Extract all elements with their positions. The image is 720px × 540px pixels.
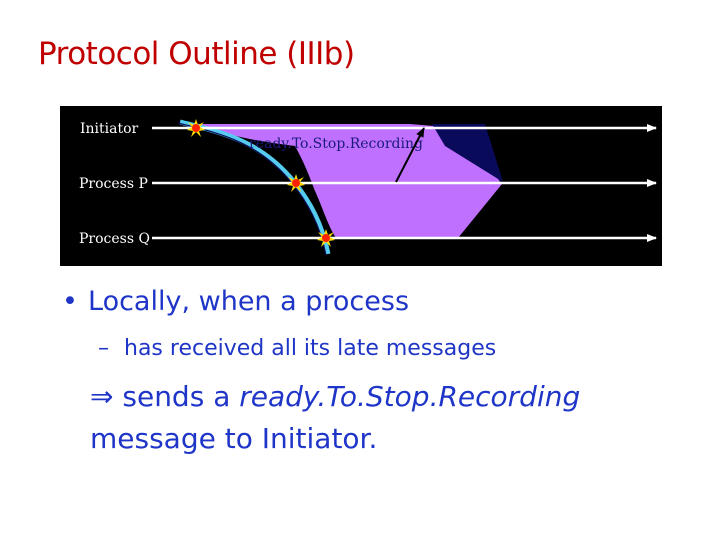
marker-initiator: [187, 119, 205, 137]
label-process-q: Process Q: [79, 231, 150, 247]
sub-bullet-symbol: –: [98, 336, 109, 361]
bullet-symbol: •: [62, 286, 78, 317]
recording-region: [196, 124, 502, 238]
implies-symbol: ⇒: [90, 380, 114, 413]
bullet-sub: –has received all its late messages: [98, 336, 496, 361]
message-arrow: [395, 127, 425, 183]
label-initiator: Initiator: [80, 121, 139, 137]
implication-prefix: sends a: [122, 380, 231, 413]
bullet-sub-text: has received all its late messages: [124, 336, 497, 361]
protocol-diagram: Initiator Process P Process Q ready.To.S…: [60, 106, 662, 266]
marker-process-p: [287, 174, 305, 192]
message-label: ready.To.Stop.Recording: [249, 136, 423, 152]
slide-title: Protocol Outline (IIIb): [38, 36, 355, 72]
implication-suffix: message to Initiator.: [90, 422, 378, 455]
implication-emphasis: ready.To.Stop.Recording: [239, 380, 581, 413]
label-process-p: Process P: [79, 176, 148, 192]
implication-text: ⇒ sends a ready.To.Stop.Recording messag…: [90, 376, 580, 460]
marker-process-q: [317, 229, 335, 247]
dark-region: [432, 124, 503, 182]
bullet-main-text: Locally, when a process: [88, 286, 410, 317]
bullet-main: • Locally, when a process: [62, 286, 409, 317]
